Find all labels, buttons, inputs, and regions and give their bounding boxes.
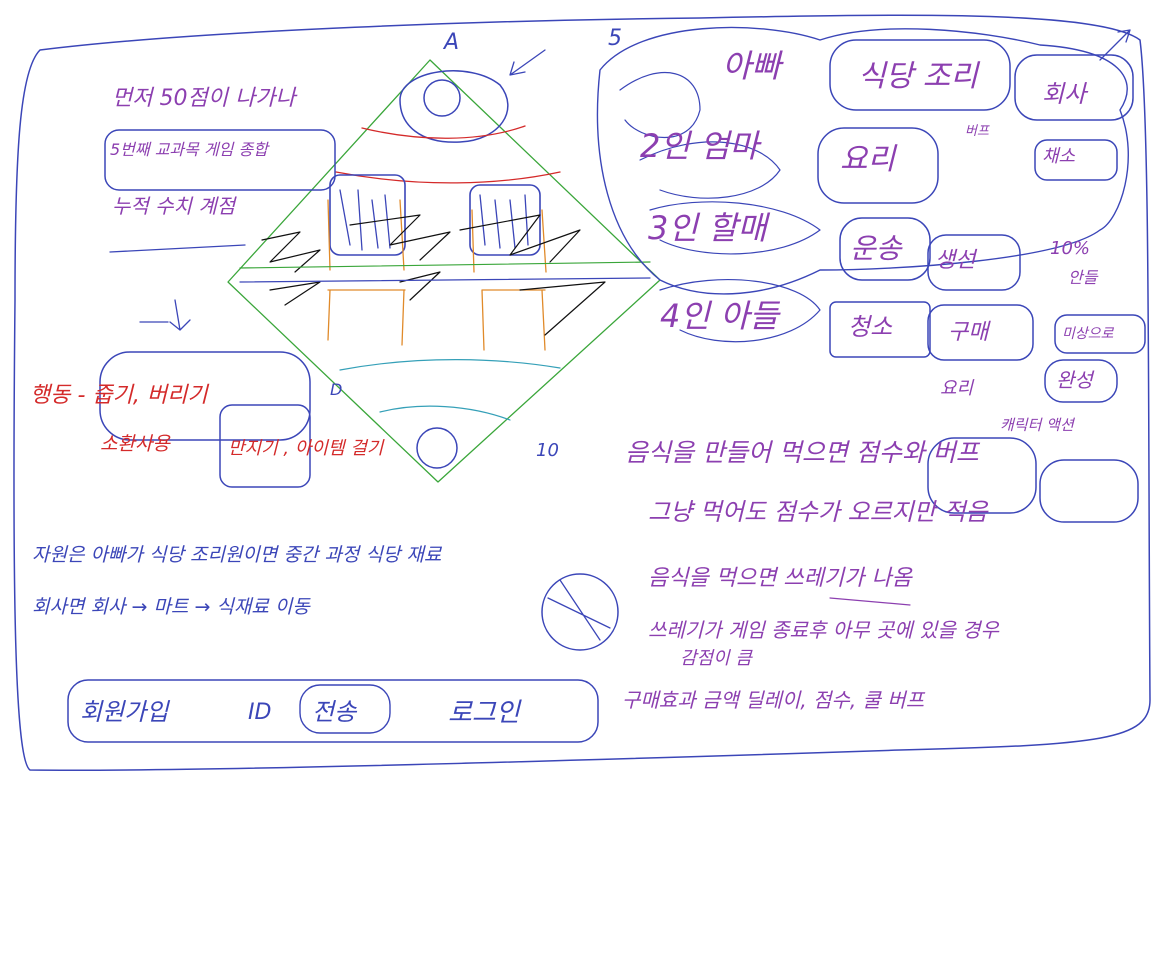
left-note-2: 5번째 교과목 게임 종합	[110, 140, 268, 159]
box-cook	[817, 127, 939, 204]
box-fish	[927, 234, 1021, 291]
bottom-signup[interactable]: 회원가입	[80, 698, 169, 726]
family-sister: 3인 할매	[648, 209, 767, 247]
bottom-bar	[67, 679, 599, 743]
role-office: 회사	[1042, 80, 1087, 108]
floor-line-teal2	[379, 405, 511, 421]
role-debuff: 버프	[965, 124, 989, 139]
resource-note-1: 자원은 아빠가 식당 조리원이면 중간 과정 식당 재료	[32, 544, 442, 566]
role-percent: 10%	[1050, 238, 1091, 259]
bottom-login[interactable]: 로그인	[448, 698, 520, 728]
house-diamond	[227, 59, 661, 483]
bottom-password-box	[299, 684, 391, 734]
left-note-3: 누적 수치 계점	[112, 194, 236, 218]
role-transport: 운송	[850, 232, 902, 265]
box-office	[1014, 54, 1134, 121]
box-clean	[829, 301, 931, 358]
bottom-circle	[416, 427, 458, 469]
box-finish	[1044, 359, 1118, 403]
right-bed-box	[469, 184, 541, 256]
outer-frame	[13, 14, 1151, 771]
top-room-oval	[399, 70, 509, 143]
family-son: 4인 아들	[660, 297, 779, 335]
action-line-3: 만지기 , 아이템 걸기	[228, 438, 384, 459]
box-score	[927, 437, 1037, 514]
red-arc-top	[361, 125, 526, 139]
orange-pillars	[327, 199, 547, 351]
bottom-right-note: 구매효과 금액 딜레이, 점수, 쿨 버프	[622, 688, 925, 712]
box-pickup	[99, 351, 311, 441]
letter-a: A	[444, 30, 460, 55]
food-note-5: 감점이 큼	[680, 648, 752, 669]
role-clean: 청소	[848, 313, 893, 341]
floor-line-blue	[239, 277, 651, 283]
family-dad: 아빠	[722, 47, 781, 85]
bottom-password[interactable]: 전송	[312, 698, 357, 726]
role-hill: 미상으로	[1062, 326, 1114, 342]
box-transport	[839, 217, 931, 281]
left-bed-box	[329, 174, 406, 256]
role-chef: 요리	[940, 378, 974, 399]
action-line-1: 행동 - 줍기, 버리기	[30, 383, 208, 408]
crossed-circle	[541, 573, 619, 651]
left-note-1: 먼저 50점이 나가나	[112, 86, 296, 111]
misc-d: D	[330, 380, 343, 399]
circle-cross	[547, 579, 611, 641]
arrow-top	[509, 49, 546, 76]
role-vegetable: 채소	[1042, 146, 1076, 167]
food-note-2: 그냥 먹어도 점수가 오르지만 적음	[648, 498, 988, 526]
box-vegetable	[1034, 139, 1118, 181]
role-cook: 요리	[840, 142, 896, 177]
left-bed-scribble	[339, 189, 391, 251]
food-note-3: 음식을 먹으면 쓰레기가 나옴	[648, 566, 912, 591]
box-cafeteria	[829, 39, 1011, 111]
food-note-4: 쓰레기가 게임 종료후 아무 곳에 있을 경우	[648, 618, 999, 642]
family-mom: 2인 엄마	[640, 127, 759, 165]
box-buy	[927, 304, 1034, 361]
letter-five: 5	[608, 26, 622, 51]
zigzag-row2	[269, 271, 606, 336]
box-touch	[219, 404, 311, 488]
role-character-action: 캐릭터 액션	[1000, 416, 1074, 434]
role-cafeteria: 식당 조리	[858, 59, 978, 94]
bottom-id[interactable]: ID	[248, 700, 272, 725]
red-arc-mid	[335, 171, 561, 184]
box-buff	[1039, 459, 1139, 523]
food-underline	[829, 597, 911, 606]
left-underline	[109, 244, 246, 253]
role-buy: 구매	[948, 320, 989, 345]
role-fish: 생선	[935, 248, 976, 273]
arrow-corner	[1099, 29, 1131, 61]
floor-line-teal	[339, 359, 561, 371]
zigzag-row1	[261, 214, 581, 273]
role-make: 안들	[1068, 268, 1098, 287]
scribble-loops	[619, 72, 821, 343]
right-bed-scribble	[479, 194, 529, 249]
misc-ten: 10	[536, 440, 559, 461]
box-left-note	[104, 129, 336, 191]
floor-line-green	[239, 261, 651, 269]
left-arrow-down	[139, 299, 191, 331]
action-line-2: 소환사용	[100, 433, 170, 455]
top-room-circle	[423, 79, 461, 117]
food-note-1: 음식을 만들어 먹으면 점수와 버프	[625, 438, 979, 467]
box-hill	[1054, 314, 1146, 354]
scribble-cluster-outline	[596, 26, 1129, 295]
resource-note-2: 회사면 회사 → 마트 → 식재료 이동	[32, 596, 310, 618]
role-finish: 완성	[1056, 368, 1093, 392]
